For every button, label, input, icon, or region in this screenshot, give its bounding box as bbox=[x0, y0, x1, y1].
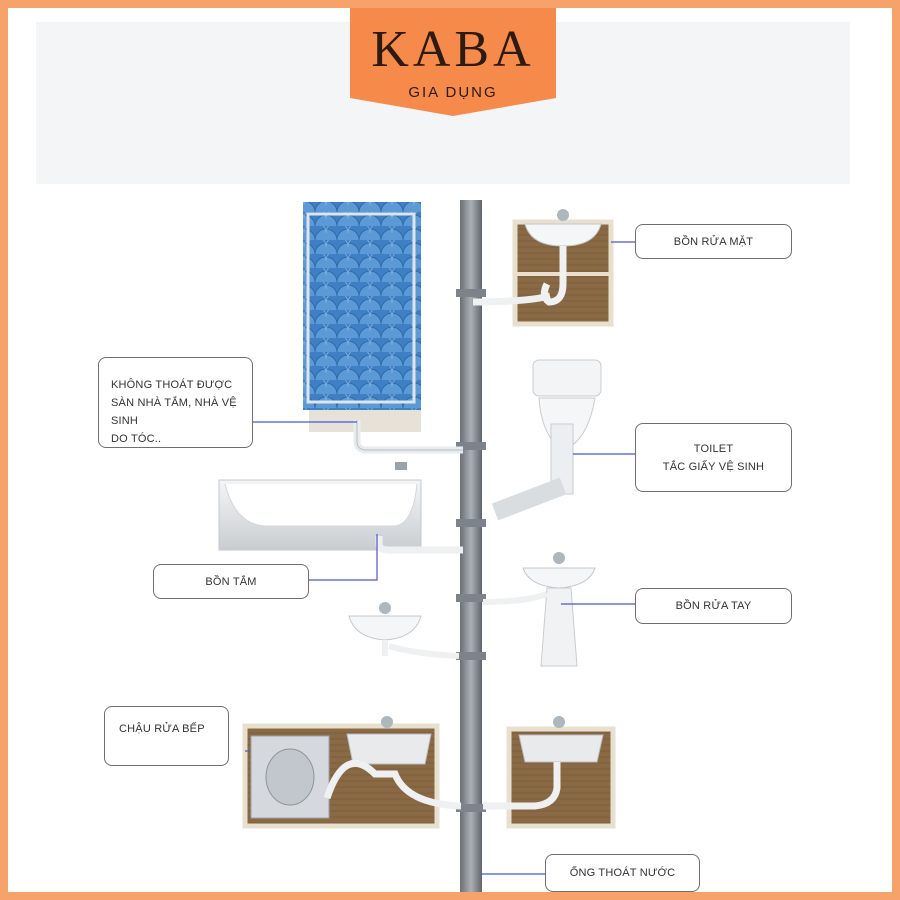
brand-name: KABA bbox=[371, 21, 535, 78]
face-basin-cabinet bbox=[472, 209, 614, 327]
hand-basin-pedestal bbox=[482, 552, 596, 667]
hand-basin-wall bbox=[348, 602, 460, 659]
brand-tagline: GIA DỤNG bbox=[408, 84, 498, 101]
toilet-fixture bbox=[491, 359, 602, 521]
brand-logo: KABA GIA DỤNG bbox=[350, 8, 556, 116]
diagram-illustration bbox=[218, 200, 635, 892]
callout-toilet-line-1: TOILET bbox=[693, 442, 734, 455]
callout-drain-pipe: ỐNG THOÁT NƯỚC bbox=[545, 854, 700, 892]
callout-floor-drain: KHÔNG THOÁT ĐƯỢC SÀN NHÀ TẮM, NHÀ VỆ SIN… bbox=[98, 357, 253, 448]
callout-floor-drain-line-1: KHÔNG THOÁT ĐƯỢC bbox=[111, 379, 233, 391]
callout-face-basin: BỒN RỬA MẶT bbox=[635, 224, 792, 259]
callout-toilet: TOILET TẮC GIẤY VỆ SINH bbox=[635, 423, 792, 492]
callout-hand-basin: BỒN RỬA TAY bbox=[635, 588, 792, 624]
callout-bathtub-text: BỒN TẮM bbox=[205, 575, 257, 588]
callout-drain-pipe-text: ỐNG THOÁT NƯỚC bbox=[569, 867, 676, 879]
main-drain-pipe bbox=[456, 200, 486, 892]
callout-kitchen-sink: CHẬU RỬA BẾP bbox=[104, 706, 229, 766]
callout-floor-drain-line-3: DO TÓC.. bbox=[111, 433, 162, 445]
callout-kitchen-sink-text: CHẬU RỬA BẾP bbox=[119, 723, 205, 735]
logo-badge-shape bbox=[350, 8, 556, 116]
callout-bathtub: BỒN TẮM bbox=[153, 564, 309, 599]
callout-toilet-line-2: TẮC GIẤY VỆ SINH bbox=[662, 460, 765, 473]
shower-panel bbox=[303, 202, 463, 454]
plumbing-diagram: BỒN RỬA MẶT KHÔNG THOÁT ĐƯỢC SÀN NHÀ TẮM… bbox=[95, 184, 817, 892]
kitchen-cabinet-right bbox=[483, 716, 616, 829]
callout-floor-drain-line-2: SÀN NHÀ TẮM, NHÀ VỆ SINH bbox=[111, 397, 237, 427]
callout-hand-basin-text: BỒN RỬA TAY bbox=[675, 600, 752, 612]
bathtub-fixture bbox=[218, 462, 463, 554]
kitchen-cabinet-left bbox=[242, 716, 462, 829]
callout-leaders bbox=[245, 241, 635, 875]
callout-face-basin-text: BỒN RỬA MẶT bbox=[673, 235, 754, 248]
